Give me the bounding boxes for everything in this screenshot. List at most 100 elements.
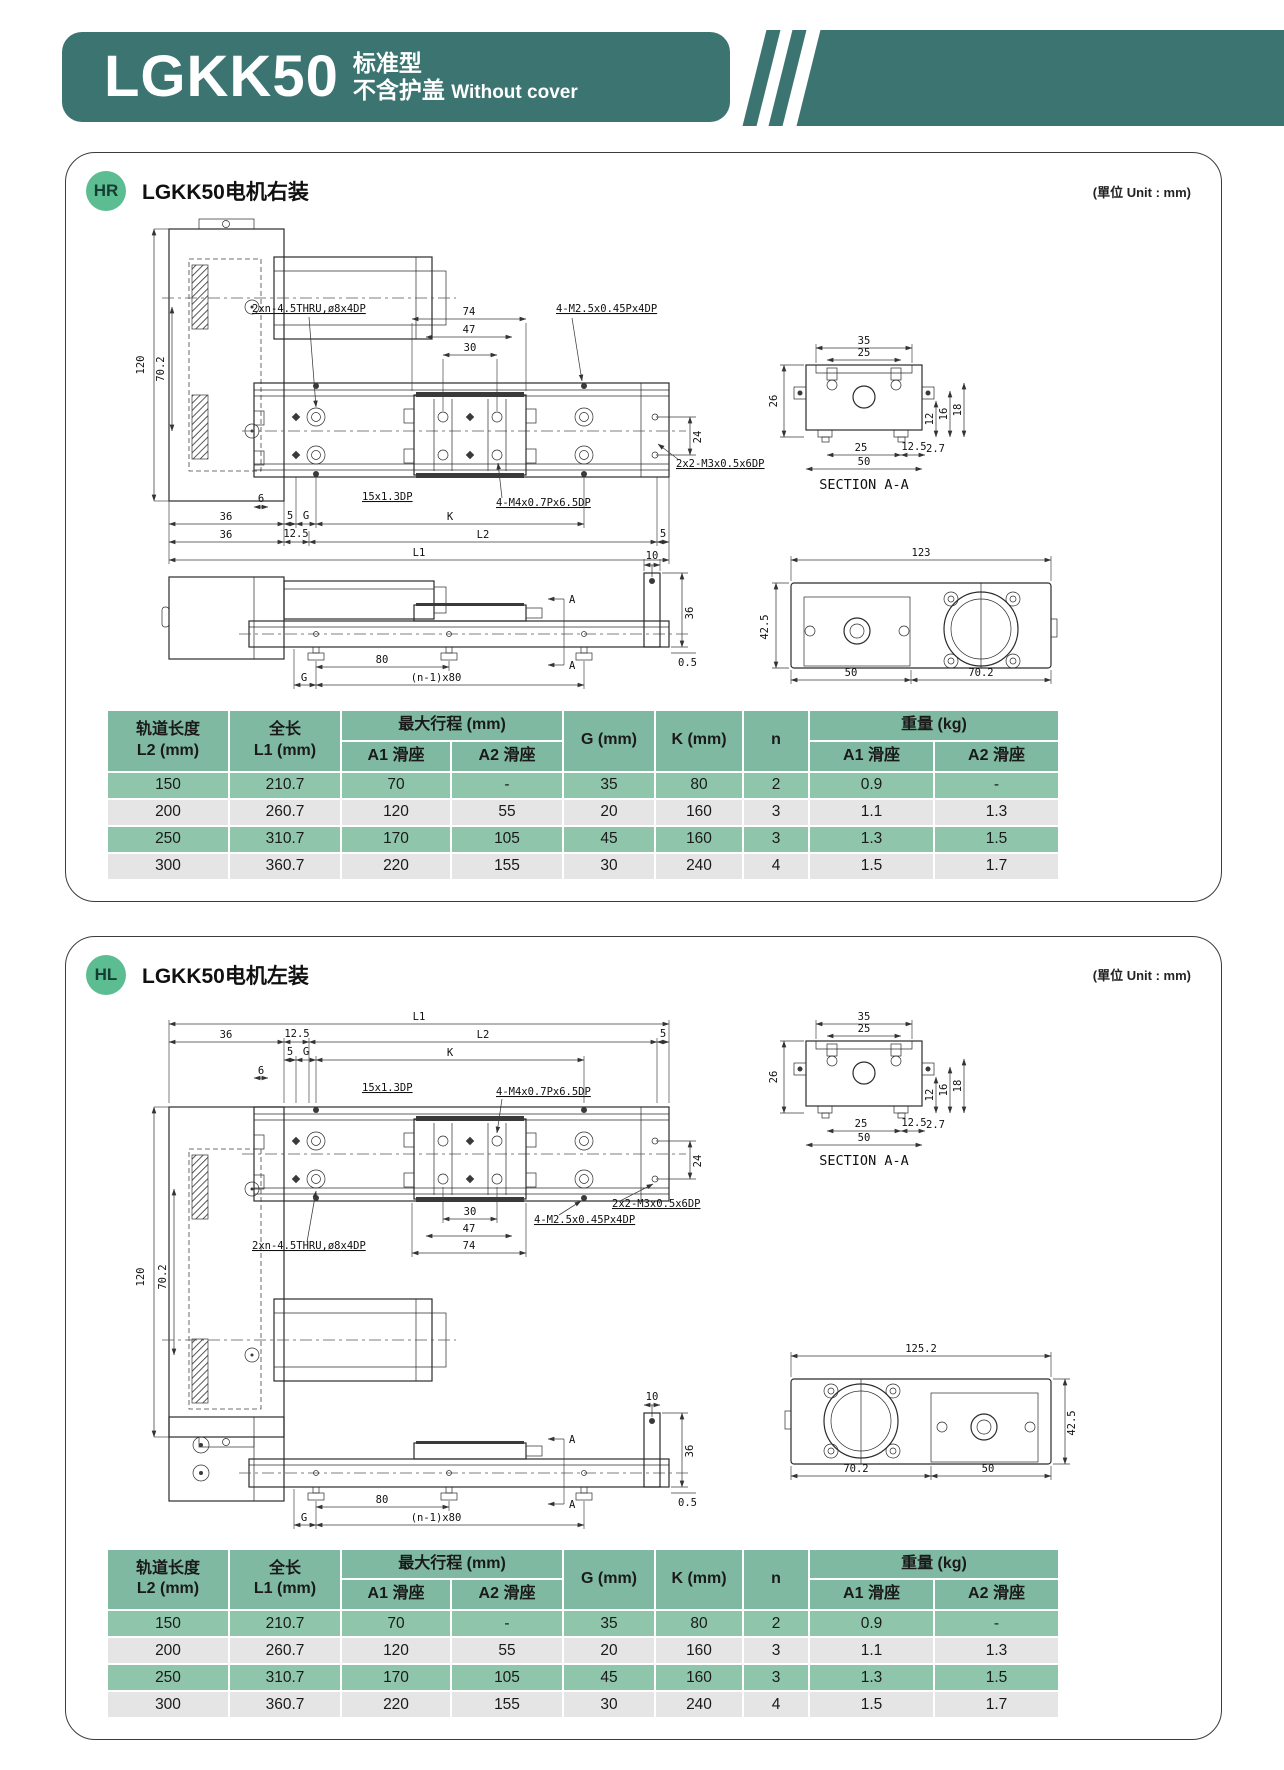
table-cell: - [933,770,1060,800]
section-arrow-label: A [569,1434,576,1446]
section-hr: HR LGKK50电机右装 (單位 Unit : mm) [65,152,1222,902]
dim-label: 5 [286,1046,292,1058]
dim-label: 47 [462,324,475,336]
dim-label: 30 [463,342,476,354]
hr-side-view: 10 36 0.5 A A 80 G (n-1)x80 [161,550,697,689]
table-cell: 2 [742,1609,810,1639]
hl-end-view: 125.2 42.5 70.2 50 [784,1343,1078,1480]
product-subtitle: 标准型 不含护盖 Without cover [353,50,578,103]
annotation-m25-tap: 4-M2.5x0.45Px4DP [556,303,657,315]
hl-unit-note: (單位 Unit : mm) [1092,968,1191,984]
dim-label: 120 [135,356,147,375]
hr-end-view: 123 42.5 50 70.2 [759,547,1057,684]
table-cell: 20 [562,797,656,827]
table-cell: 55 [450,797,564,827]
table-cell: 155 [450,1690,564,1720]
col-k: K (mm) [654,1547,744,1612]
dim-label: L2 [476,1029,489,1041]
table-cell: 1.3 [808,1663,935,1693]
table-cell: 150 [106,770,230,800]
table-cell: 55 [450,1636,564,1666]
table-cell: 160 [654,1636,744,1666]
col-g: G (mm) [562,1547,656,1612]
dim-label: 125.2 [905,1343,937,1355]
hr-unit-note: (單位 Unit : mm) [1092,184,1191,200]
table-cell: 70 [340,770,452,800]
dim-label: 35 [857,335,870,347]
col-weight: 重量 (kg) [808,1547,1060,1581]
annotation-pitch: 15x1.3DP [362,491,413,503]
table-cell: 2 [742,770,810,800]
dim-label: 5 [286,510,292,522]
page-header: LGKK50 标准型 不含护盖 Without cover [0,30,1284,126]
dim-label: 26 [768,395,780,408]
dim-label: (n-1)x80 [410,672,461,684]
table-cell: 80 [654,770,744,800]
dim-label: 0.5 [678,657,697,669]
hl-side-view: 10 36 0.5 A A 80 G (n-1)x80 [167,1391,696,1529]
subcol-a1-slider: A1 滑座 [340,1578,452,1612]
hl-bottom-dims: 30 47 74 2xn-4.5THRU,ø8x4DP 4-M2.5x0.45P… [135,1106,700,1437]
table-cell: 200 [106,1636,230,1666]
table-cell: 1.3 [933,797,1060,827]
table-cell: 120 [340,797,452,827]
table-cell: 1.3 [808,824,935,854]
hr-badge: HR [86,171,126,211]
hr-top-view [161,218,686,502]
table-cell: 45 [562,1663,656,1693]
hl-section-aa: 35 25 26 12 16 18 2.7 25 12.5 50 SECTION… [768,1011,966,1169]
subcol-a2-slider: A2 滑座 [450,1578,564,1612]
product-model: LGKK50 [104,44,339,110]
table-cell: 1.7 [933,851,1060,881]
table-cell: 35 [562,770,656,800]
table-cell: 360.7 [228,851,342,881]
dim-label: 42.5 [1066,1410,1078,1435]
table-cell: 210.7 [228,1609,342,1639]
dim-label: 36 [684,607,696,620]
hl-technical-drawing: L1 36 12.5 L2 5 5 G K 6 15x1.3DP 4-M4x0.… [135,1011,1078,1529]
table-cell: 1.5 [933,1663,1060,1693]
table-cell: 360.7 [228,1690,342,1720]
col-weight: 重量 (kg) [808,709,1060,742]
dim-label: 6 [257,493,263,505]
product-cover-note: 不含护盖 Without cover [352,76,578,103]
hl-top-view: 24 [161,1105,704,1447]
table-cell: 170 [340,1663,452,1693]
dim-label: 12 [924,1088,936,1101]
table-cell: 45 [562,824,656,854]
table-cell: 160 [654,824,744,854]
dim-label: G [300,672,306,684]
table-cell: 3 [742,1636,810,1666]
dim-label: 24 [692,431,704,444]
hl-badge: HL [86,954,126,995]
dim-label: 12.5 [901,1117,926,1129]
dim-label: 10 [645,1391,658,1403]
col-track-length: 轨道长度 L2 (mm) [106,1547,230,1612]
col-n: n [742,709,810,773]
dim-label: 36 [219,529,232,541]
dim-label: 12 [924,413,936,426]
table-cell: 105 [450,1663,564,1693]
table-cell: 240 [654,1690,744,1720]
table-cell: - [450,770,564,800]
hr-section-aa: 35 25 26 12 16 18 2.7 25 12.5 50 SECTION… [768,335,966,493]
dim-label: 120 [135,1267,147,1286]
table-cell: 155 [450,851,564,881]
table-cell: 35 [562,1609,656,1639]
hl-panel-header: HL LGKK50电机左装 (單位 Unit : mm) [66,949,1221,995]
product-banner: LGKK50 标准型 不含护盖 Without cover [62,32,730,122]
table-cell: 160 [654,1663,744,1693]
dim-label: 70.2 [157,1264,169,1289]
dim-label: 30 [463,1206,476,1218]
table-cell: 200 [106,797,230,827]
dim-label: 123 [911,547,930,559]
table-cell: 4 [742,1690,810,1720]
dim-label: 12.5 [901,441,926,453]
dim-label: 47 [462,1223,475,1235]
